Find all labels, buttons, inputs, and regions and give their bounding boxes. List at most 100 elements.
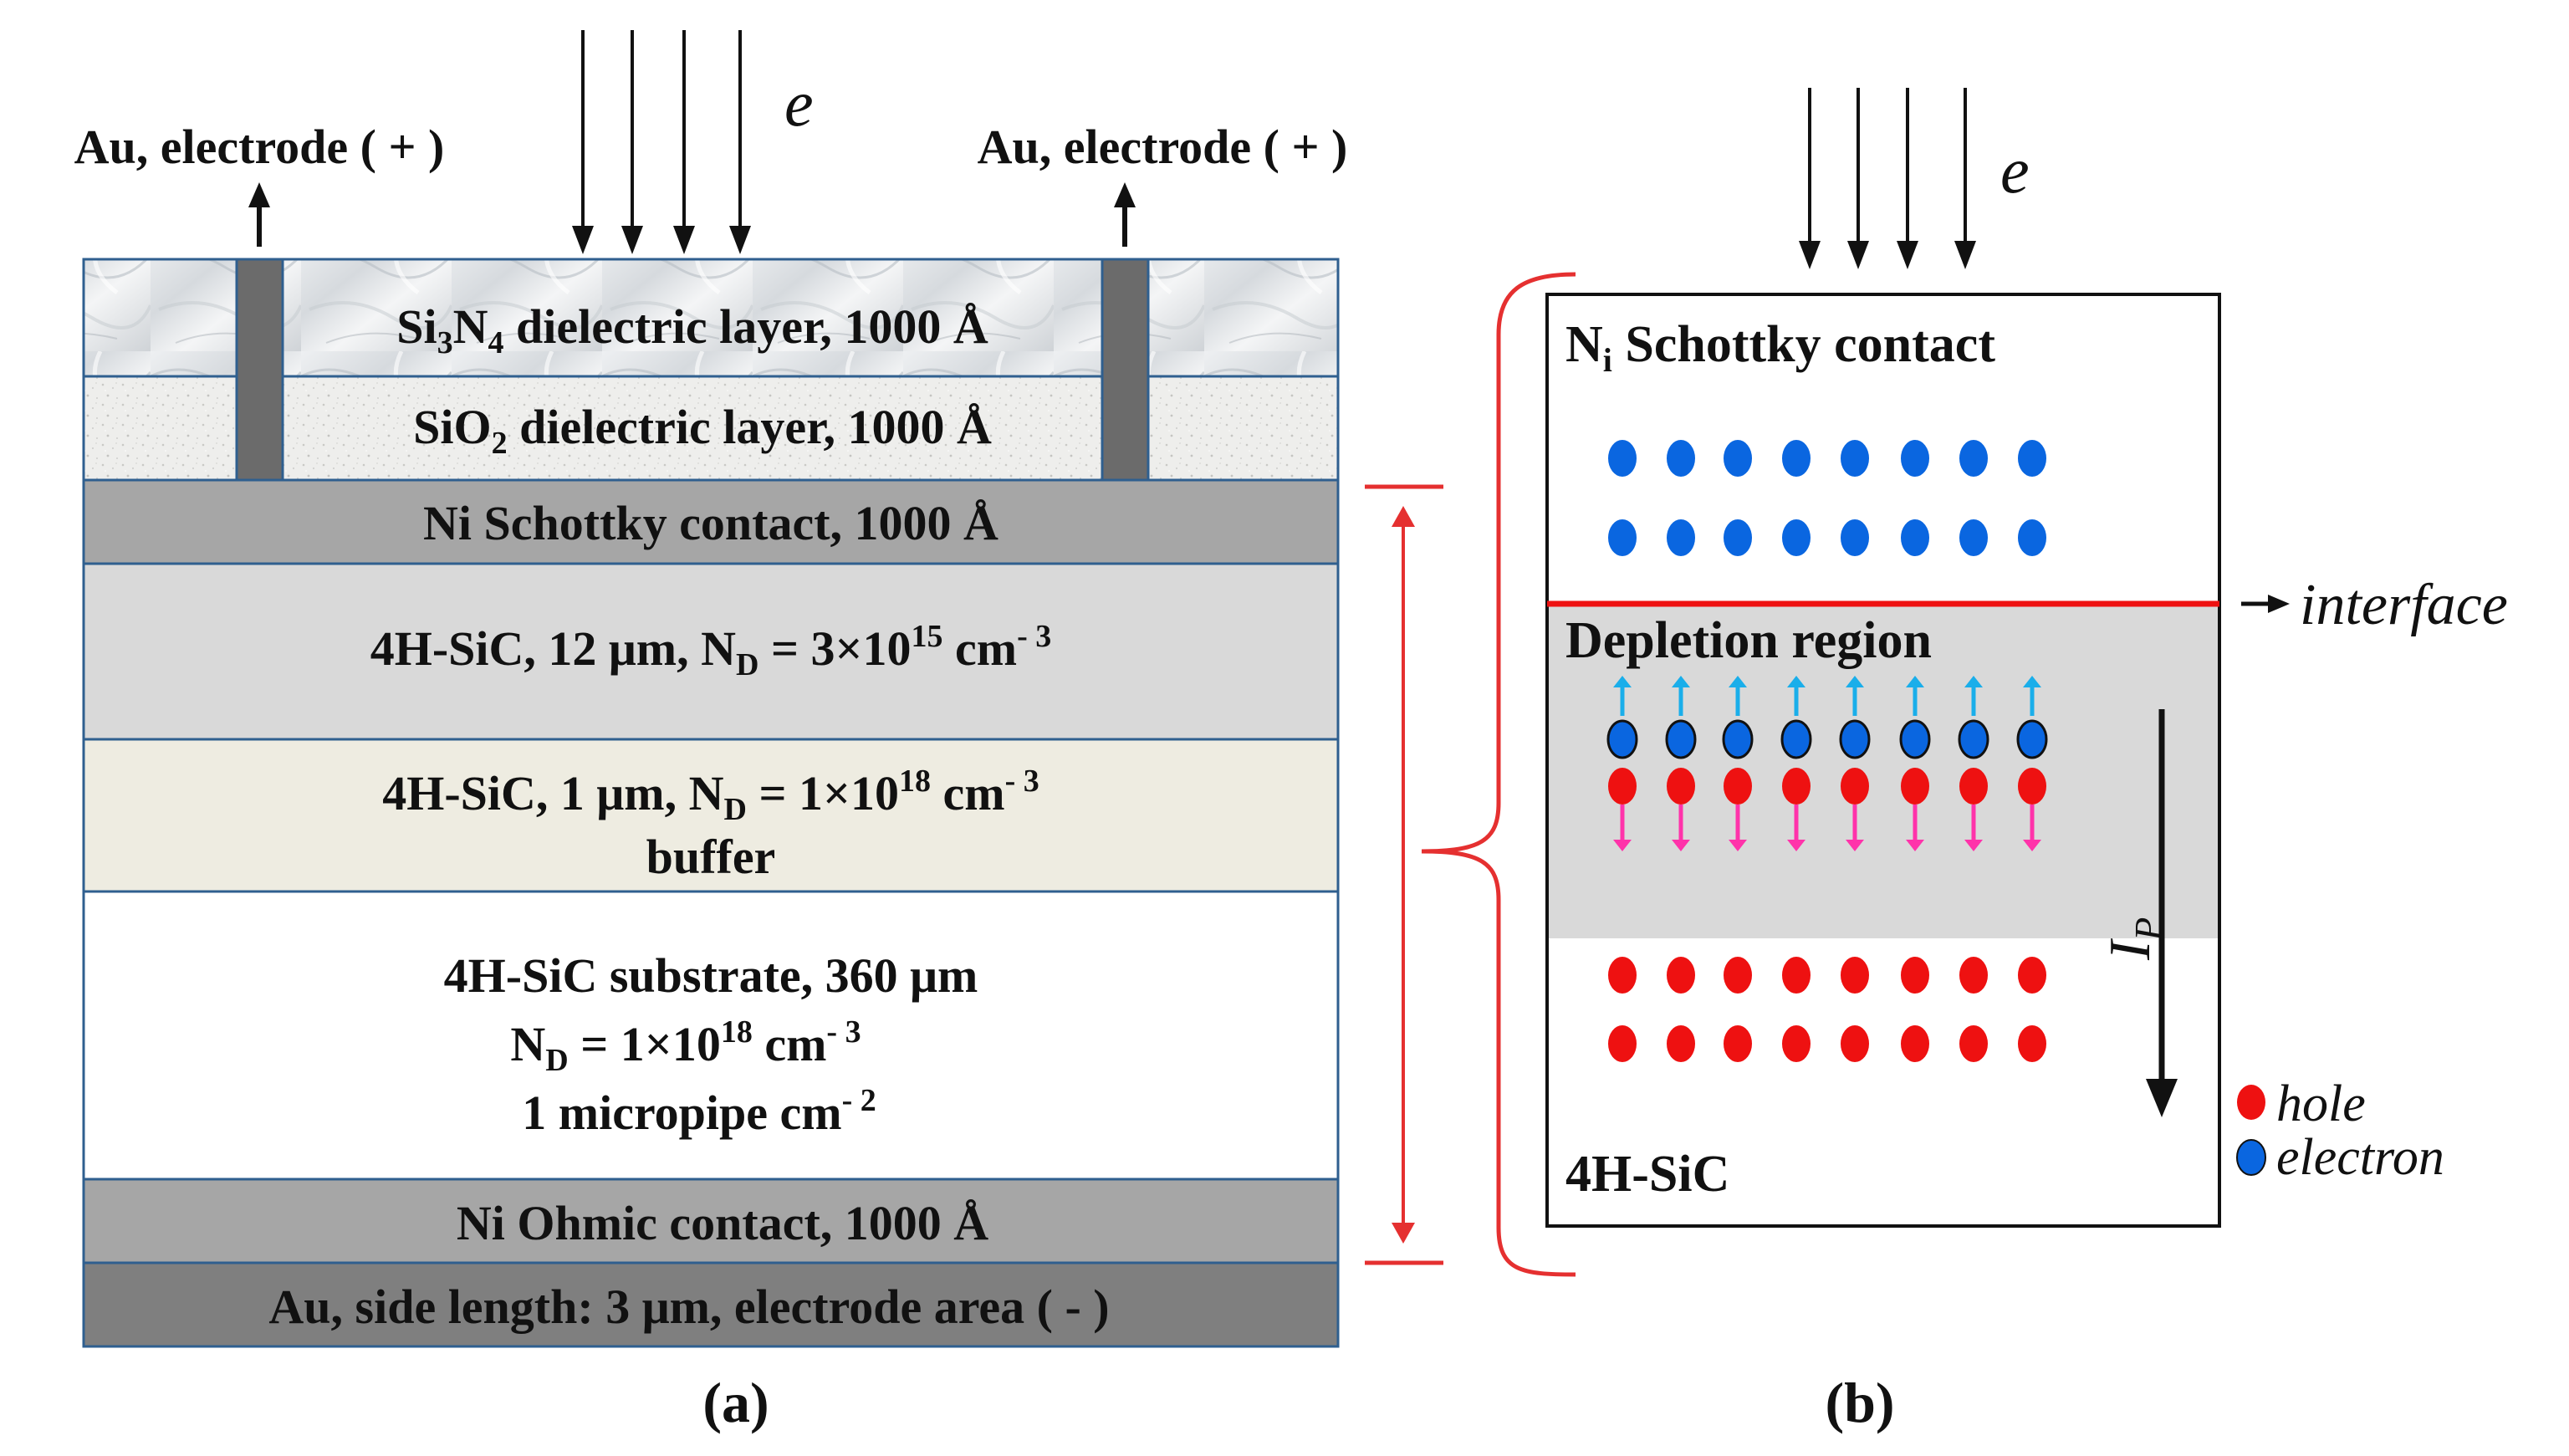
electron-dot-top-row2 bbox=[1901, 519, 1929, 556]
hole-dot-depletion bbox=[1608, 768, 1637, 805]
sic-1um-label: 4H-SiC, 1 μm, ND = 1×1018 cm- 3 bbox=[382, 764, 1039, 827]
ni-schottky-label-b: Ni Schottky contact bbox=[1565, 316, 1995, 379]
substrate-line3: 1 micropipe cm- 2 bbox=[522, 1083, 876, 1140]
electron-drift-arrow-head bbox=[2023, 676, 2041, 687]
hole-dot-depletion bbox=[1841, 768, 1869, 805]
electron-dot-top-row2 bbox=[1667, 519, 1695, 556]
interface-pointer-icon bbox=[2241, 595, 2290, 613]
hole-dot-bottom-row1 bbox=[1608, 957, 1637, 994]
carrier-dots bbox=[1606, 440, 2048, 1062]
sic-buffer-layer bbox=[82, 738, 1340, 893]
electron-drift-arrow-head bbox=[1964, 676, 1983, 687]
hole-dot-depletion bbox=[1724, 768, 1752, 805]
legend: hole electron bbox=[2236, 1075, 2444, 1186]
electron-dot-top-row2 bbox=[1841, 519, 1869, 556]
electron-dot-top-row1 bbox=[1608, 440, 1637, 477]
hole-dot-bottom-row2 bbox=[1782, 1025, 1811, 1062]
electron-dot-top-row2 bbox=[1608, 519, 1637, 556]
hole-dot-bottom-row1 bbox=[1901, 957, 1929, 994]
hole-drift-arrow-head bbox=[1672, 840, 1690, 851]
ni-schottky-label: Ni Schottky contact, 1000 Å bbox=[423, 496, 998, 550]
electron-dot-top-row2 bbox=[1959, 519, 1988, 556]
hole-dot-bottom-row2 bbox=[1841, 1025, 1869, 1062]
electron-dot-top-row2 bbox=[1782, 519, 1811, 556]
electron-dot-top-row2 bbox=[1724, 519, 1752, 556]
hole-dot-depletion bbox=[1667, 768, 1695, 805]
hole-dot-bottom-row1 bbox=[1667, 957, 1695, 994]
electron-dot-depletion bbox=[1899, 719, 1931, 759]
arrow-up-left-icon bbox=[248, 182, 270, 247]
legend-hole-label: hole bbox=[2276, 1075, 2366, 1132]
hole-dot-depletion bbox=[2018, 768, 2046, 805]
hole-dot-bottom-row2 bbox=[1667, 1025, 1695, 1062]
depletion-region-fill bbox=[1547, 604, 2219, 938]
caption-b: (b) bbox=[1825, 1371, 1894, 1434]
au-bottom-label: Au, side length: 3 μm, electrode area ( … bbox=[268, 1280, 1109, 1334]
au-contact-right bbox=[1101, 258, 1150, 482]
depletion-region-label: Depletion region bbox=[1565, 612, 1932, 669]
electron-dot-top-row2 bbox=[2018, 519, 2046, 556]
electron-drift-arrow-head bbox=[1613, 676, 1632, 687]
electron-dot-top-row1 bbox=[2018, 440, 2046, 477]
hole-drift-arrow-head bbox=[1613, 840, 1632, 851]
hole-dot-bottom-row2 bbox=[2018, 1025, 2046, 1062]
current-arrow-icon bbox=[2146, 709, 2178, 1117]
hole-drift-arrow-head bbox=[1964, 840, 1983, 851]
sic-label-b: 4H-SiC bbox=[1565, 1146, 1729, 1203]
arrow-up-right-icon bbox=[1114, 182, 1136, 247]
legend-electron-dot bbox=[2236, 1139, 2266, 1176]
hole-dot-depletion bbox=[1959, 768, 1988, 805]
legend-hole-dot bbox=[2237, 1085, 2265, 1120]
au-bottom-layer bbox=[82, 1261, 1340, 1348]
electron-drift-arrow-head bbox=[1787, 676, 1805, 687]
sio2-label: SiO2 dielectric layer, 1000 Å bbox=[413, 400, 992, 461]
electron-dot-top-row1 bbox=[1782, 440, 1811, 477]
ni-schottky-layer bbox=[82, 478, 1340, 565]
hole-dot-bottom-row1 bbox=[1841, 957, 1869, 994]
hole-dot-depletion bbox=[1782, 768, 1811, 805]
hole-drift-arrow-head bbox=[1906, 840, 1924, 851]
beam-label-a: e bbox=[784, 67, 814, 140]
legend-electron-label: electron bbox=[2276, 1129, 2444, 1186]
sic-substrate-layer bbox=[82, 890, 1340, 1181]
curly-bracket bbox=[1421, 272, 1576, 1277]
electron-dot-top-row1 bbox=[1667, 440, 1695, 477]
hole-dot-bottom-row2 bbox=[1608, 1025, 1637, 1062]
electron-drift-arrow-head bbox=[1846, 676, 1864, 687]
hole-dot-bottom-row1 bbox=[2018, 957, 2046, 994]
beam-label-b: e bbox=[2000, 134, 2030, 207]
electron-beam-arrows-b bbox=[1799, 88, 1976, 269]
si3n4-label: Si3N4 dielectric layer, 1000 Å bbox=[396, 299, 988, 360]
substrate-line1: 4H-SiC substrate, 360 μm bbox=[444, 948, 978, 1003]
hole-dot-bottom-row1 bbox=[1724, 957, 1752, 994]
electron-dot-top-row1 bbox=[1841, 440, 1869, 477]
sic-12um-label: 4H-SiC, 12 μm, ND = 3×1015 cm- 3 bbox=[370, 619, 1052, 682]
interface-label: interface bbox=[2300, 573, 2508, 637]
hole-dot-bottom-row1 bbox=[1959, 957, 1988, 994]
electron-dot-depletion bbox=[2016, 719, 2048, 759]
substrate-line2: ND = 1×1018 cm- 3 bbox=[510, 1014, 861, 1078]
panel-b-box bbox=[1545, 293, 2221, 1228]
buffer-label: buffer bbox=[646, 830, 776, 884]
electron-drift-arrow-head bbox=[1729, 676, 1747, 687]
electron-dot-depletion bbox=[1606, 719, 1638, 759]
ni-ohmic-label: Ni Ohmic contact, 1000 Å bbox=[457, 1196, 988, 1250]
electron-drift-arrow-head bbox=[1906, 676, 1924, 687]
electron-dot-depletion bbox=[1780, 719, 1812, 759]
caption-a: (a) bbox=[702, 1371, 769, 1434]
hole-dot-bottom-row2 bbox=[1901, 1025, 1929, 1062]
hole-drift-arrow-head bbox=[1787, 840, 1805, 851]
electron-dot-depletion bbox=[1722, 719, 1754, 759]
au-electrode-right-label: Au, electrode ( + ) bbox=[978, 120, 1348, 174]
hole-drift-arrow-head bbox=[1846, 840, 1864, 851]
electron-dot-depletion bbox=[1839, 719, 1871, 759]
hole-dot-bottom-row2 bbox=[1724, 1025, 1752, 1062]
electron-drift-arrow-head bbox=[1672, 676, 1690, 687]
panel-a: e Au, electrode ( + ) Au, electrode ( + … bbox=[74, 30, 1348, 1434]
sic-12um-layer bbox=[82, 562, 1340, 741]
au-contact-left bbox=[235, 258, 284, 482]
electron-dot-top-row1 bbox=[1901, 440, 1929, 477]
hole-dot-depletion bbox=[1901, 768, 1929, 805]
hole-drift-arrow-head bbox=[2023, 840, 2041, 851]
